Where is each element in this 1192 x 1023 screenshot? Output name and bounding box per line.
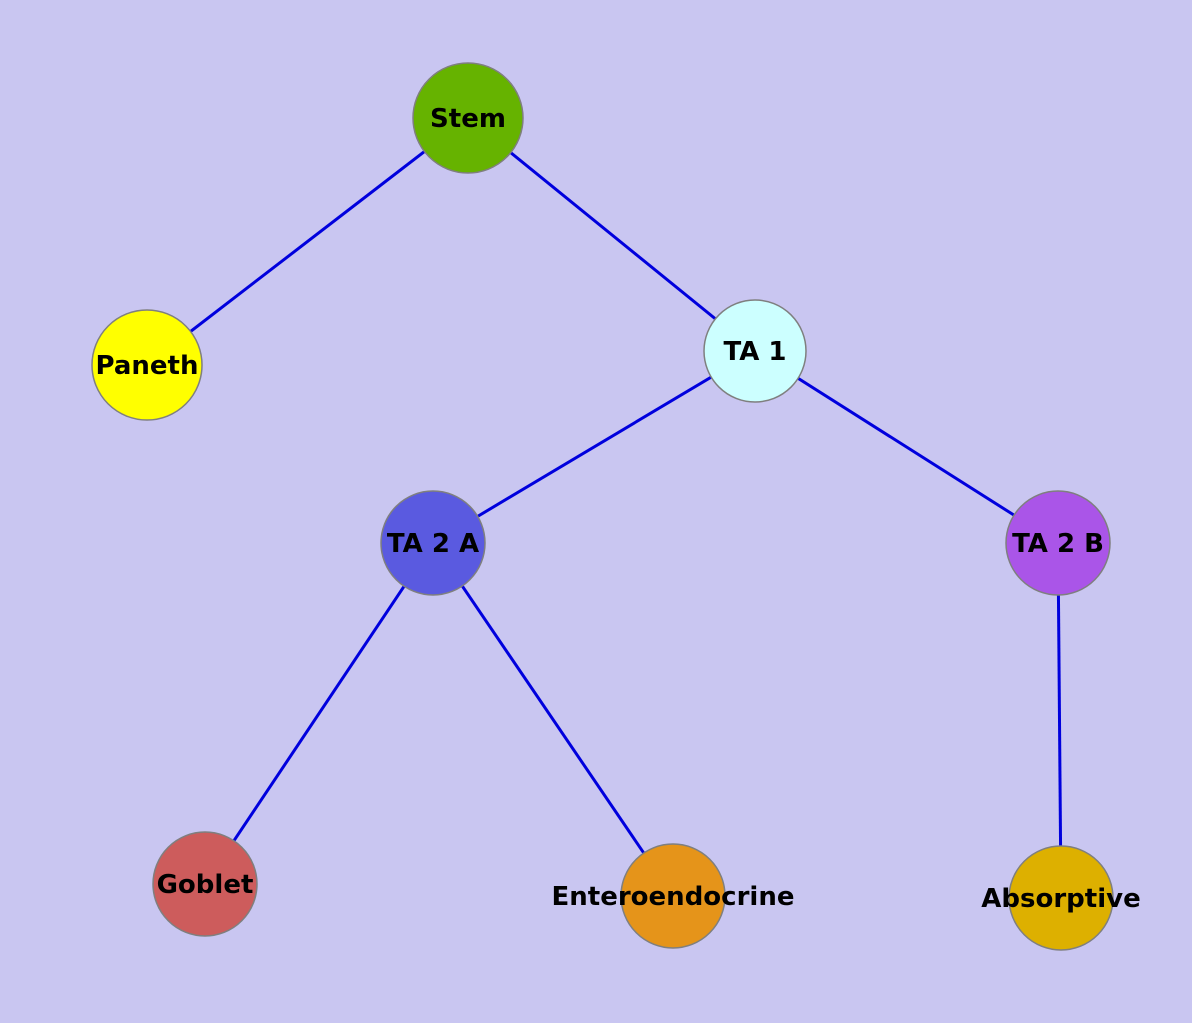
edge-stem-ta1 (467, 116, 756, 353)
node-paneth (91, 309, 203, 421)
edges-layer (146, 116, 1063, 899)
edge-ta2b-absorptive (1056, 542, 1063, 899)
edge-stem-paneth (146, 116, 469, 367)
node-goblet (152, 831, 258, 937)
node-ta1 (703, 299, 807, 403)
node-ta2a (380, 490, 486, 596)
edge-ta1-ta2a (432, 349, 756, 545)
edge-ta1-ta2b (754, 349, 1059, 545)
edge-ta2a-enteroendocrine (431, 542, 675, 897)
edge-ta2a-goblet (203, 542, 435, 885)
node-absorptive (1008, 845, 1114, 951)
node-stem (412, 62, 524, 174)
nodes-layer (91, 62, 1114, 951)
node-enteroendocrine (620, 843, 726, 949)
node-ta2b (1005, 490, 1111, 596)
